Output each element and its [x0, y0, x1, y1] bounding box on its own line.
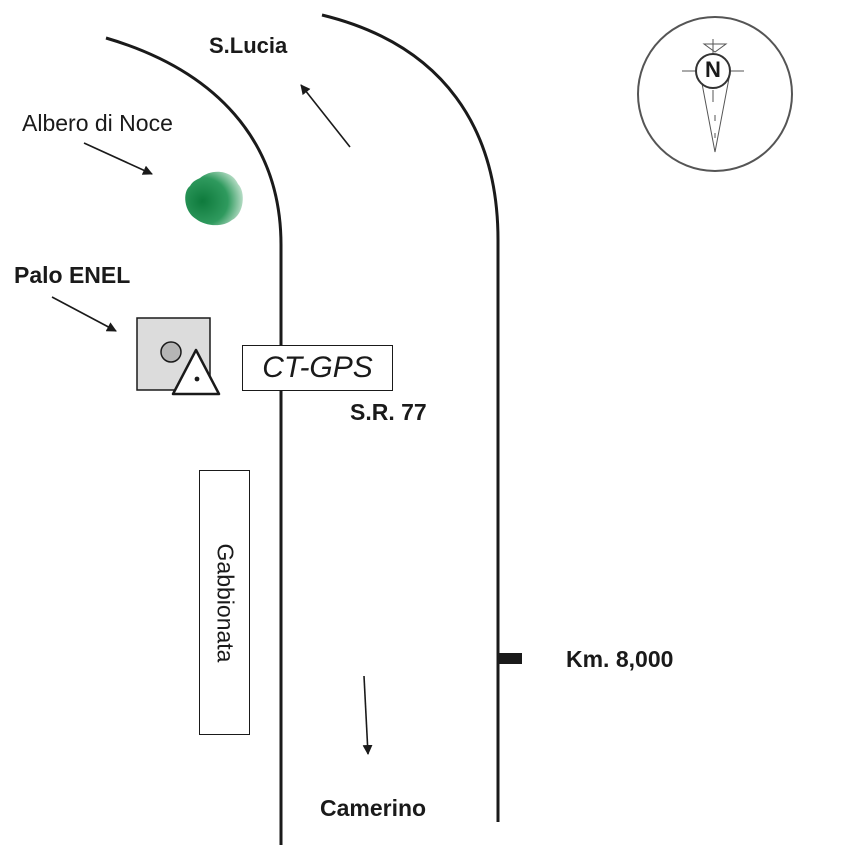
road-east-edge — [321, 13, 500, 822]
north-arrow-icon — [637, 16, 793, 172]
pole-circle-icon — [160, 341, 182, 363]
gabbionata-box: Gabbionata — [199, 470, 250, 735]
arrow-to-camerino — [362, 675, 373, 755]
gps-point-icon — [194, 376, 200, 382]
arrow-to-pole — [51, 296, 117, 332]
arrow-to-tree — [83, 142, 153, 175]
label-s-lucia: S.Lucia — [209, 33, 288, 58]
label-gabbionata: Gabbionata — [212, 543, 238, 662]
gps-triangle-icon — [171, 348, 221, 396]
label-ct-gps: CT-GPS — [242, 345, 393, 391]
label-km-marker: Km. 8,000 — [566, 646, 674, 672]
arrow-to-s-lucia — [300, 84, 351, 148]
compass-north-label: N — [705, 57, 721, 82]
km-marker — [498, 653, 522, 664]
label-road-sr77: S.R. 77 — [350, 399, 427, 425]
walnut-tree-icon — [185, 171, 243, 226]
label-camerino: Camerino — [320, 795, 427, 821]
road-west-edge — [105, 36, 283, 845]
label-albero-di-noce: Albero di Noce — [22, 110, 173, 136]
label-palo-enel: Palo ENEL — [14, 262, 131, 288]
